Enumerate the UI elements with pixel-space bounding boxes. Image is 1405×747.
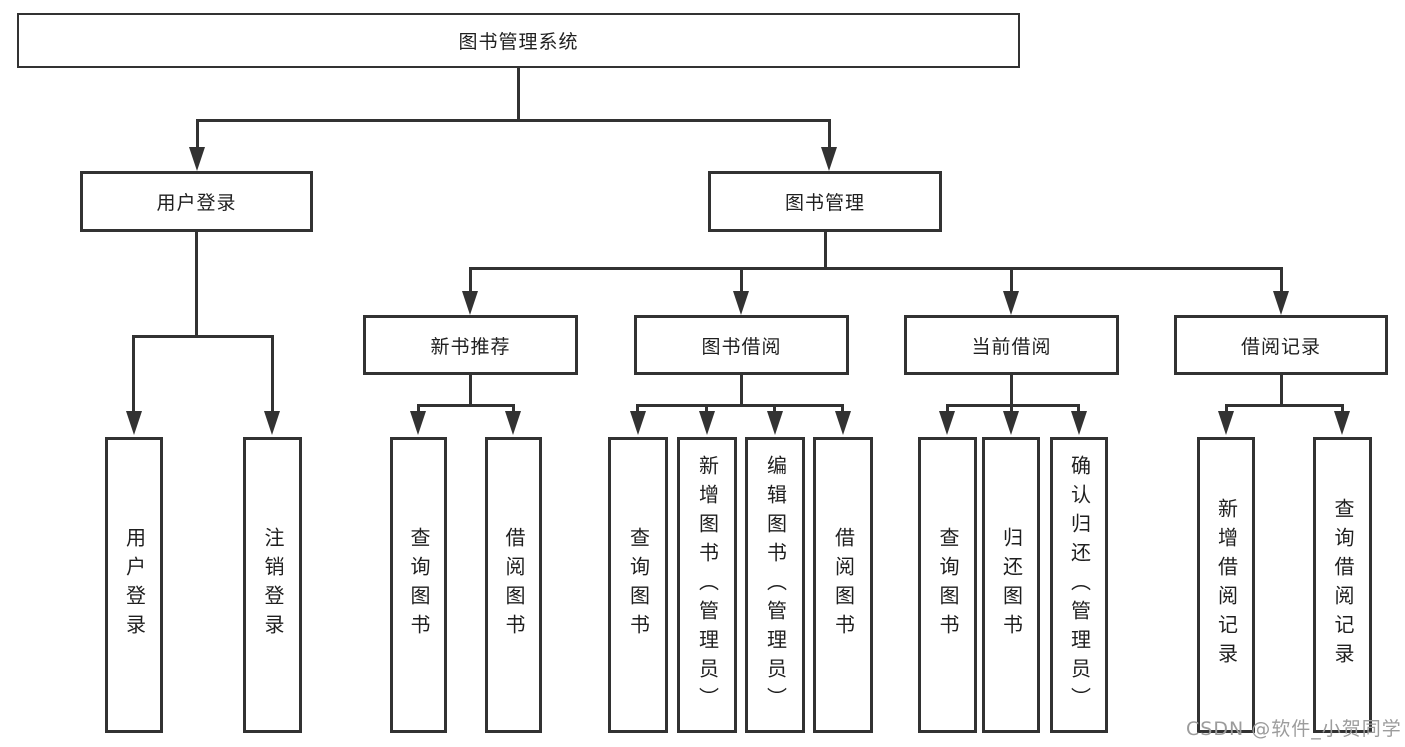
leaf-current-confirm-return-admin: 确认归还（管理员）	[1050, 437, 1108, 733]
leaf-current-confirm-return-admin-label: 确认归还（管理员）	[1067, 454, 1092, 716]
arrow-down-icon	[835, 411, 851, 435]
connector-line	[1077, 404, 1080, 414]
node-borrow-record-label: 借阅记录	[1240, 335, 1321, 358]
connector-line	[1225, 404, 1228, 414]
leaf-recommend-borrow-book-label: 借阅图书	[502, 527, 526, 643]
connector-line	[271, 335, 274, 413]
node-current-borrow: 当前借阅	[904, 315, 1119, 375]
connector-line	[841, 404, 844, 414]
connector-line	[946, 404, 1080, 407]
connector-line	[132, 335, 135, 413]
connector-line	[469, 267, 472, 293]
connector-line	[196, 119, 831, 122]
connector-line	[946, 404, 949, 414]
leaf-borrow-query-book: 查询图书	[608, 437, 668, 733]
connector-line	[636, 404, 844, 407]
leaf-recommend-query-book-label: 查询图书	[407, 527, 431, 643]
leaf-current-query-book-label: 查询图书	[936, 527, 960, 643]
connector-line	[1225, 404, 1344, 407]
leaf-borrow-add-book-admin: 新增图书（管理员）	[677, 437, 737, 733]
arrow-down-icon	[767, 411, 783, 435]
node-book-borrow: 图书借阅	[634, 315, 849, 375]
leaf-borrow-borrow-book-label: 借阅图书	[831, 527, 856, 643]
leaf-recommend-borrow-book: 借阅图书	[485, 437, 542, 733]
watermark: CSDN @软件_小贺同学	[1186, 718, 1402, 740]
arrow-down-icon	[410, 411, 426, 435]
node-book-management-label: 图书管理	[784, 192, 865, 214]
connector-line	[740, 267, 743, 293]
leaf-borrow-borrow-book: 借阅图书	[813, 437, 873, 733]
connector-line	[517, 68, 520, 122]
node-book-borrow-label: 图书借阅	[701, 335, 782, 358]
connector-line	[469, 267, 1283, 270]
arrow-down-icon	[1334, 411, 1350, 435]
connector-line	[196, 119, 199, 149]
connector-line	[1280, 267, 1283, 293]
leaf-logout-label: 注销登录	[261, 527, 285, 643]
arrow-down-icon	[1003, 291, 1019, 315]
leaf-borrow-edit-book-admin-label: 编辑图书（管理员）	[763, 454, 788, 716]
connector-line	[1010, 267, 1013, 293]
arrow-down-icon	[1273, 291, 1289, 315]
arrow-down-icon	[1218, 411, 1234, 435]
connector-line	[195, 232, 198, 338]
leaf-borrow-add-book-admin-label: 新增图书（管理员）	[695, 454, 720, 716]
node-user-login: 用户登录	[80, 171, 313, 232]
leaf-current-return-book-label: 归还图书	[999, 527, 1024, 643]
node-root-label: 图书管理系统	[458, 31, 579, 53]
connector-line	[828, 119, 831, 149]
connector-line	[740, 375, 743, 407]
connector-line	[705, 404, 708, 414]
connector-line	[469, 375, 472, 407]
node-user-login-label: 用户登录	[156, 192, 237, 214]
leaf-borrow-query-book-label: 查询图书	[626, 527, 651, 643]
arrow-down-icon	[1003, 411, 1019, 435]
leaf-current-query-book: 查询图书	[918, 437, 977, 733]
connector-line	[512, 404, 515, 414]
leaf-borrow-edit-book-admin: 编辑图书（管理员）	[745, 437, 805, 733]
arrow-down-icon	[264, 411, 280, 435]
leaf-logout: 注销登录	[243, 437, 302, 733]
leaf-user-login: 用户登录	[105, 437, 163, 733]
arrow-down-icon	[821, 147, 837, 171]
leaf-record-add: 新增借阅记录	[1197, 437, 1255, 733]
arrow-down-icon	[630, 411, 646, 435]
arrow-down-icon	[505, 411, 521, 435]
leaf-user-login-label: 用户登录	[122, 527, 147, 643]
connector-line	[1010, 375, 1013, 407]
connector-line	[417, 404, 515, 407]
arrow-down-icon	[126, 411, 142, 435]
node-new-book-recommend: 新书推荐	[363, 315, 578, 375]
leaf-record-query-label: 查询借阅记录	[1331, 498, 1355, 672]
leaf-record-add-label: 新增借阅记录	[1214, 498, 1239, 672]
connector-line	[132, 335, 274, 338]
arrow-down-icon	[939, 411, 955, 435]
leaf-current-return-book: 归还图书	[982, 437, 1040, 733]
arrow-down-icon	[733, 291, 749, 315]
node-borrow-record: 借阅记录	[1174, 315, 1388, 375]
leaf-record-query: 查询借阅记录	[1313, 437, 1372, 733]
arrow-down-icon	[189, 147, 205, 171]
leaf-recommend-query-book: 查询图书	[390, 437, 447, 733]
arrow-down-icon	[699, 411, 715, 435]
connector-line	[1341, 404, 1344, 414]
node-book-management: 图书管理	[708, 171, 942, 232]
arrow-down-icon	[462, 291, 478, 315]
connector-line	[824, 232, 827, 270]
node-current-borrow-label: 当前借阅	[971, 335, 1052, 358]
connector-line	[1010, 404, 1013, 414]
connector-line	[1280, 375, 1283, 407]
node-root: 图书管理系统	[17, 13, 1020, 68]
connector-line	[417, 404, 420, 414]
connector-line	[636, 404, 639, 414]
arrow-down-icon	[1071, 411, 1087, 435]
connector-line	[773, 404, 776, 414]
node-new-book-recommend-label: 新书推荐	[430, 335, 511, 358]
